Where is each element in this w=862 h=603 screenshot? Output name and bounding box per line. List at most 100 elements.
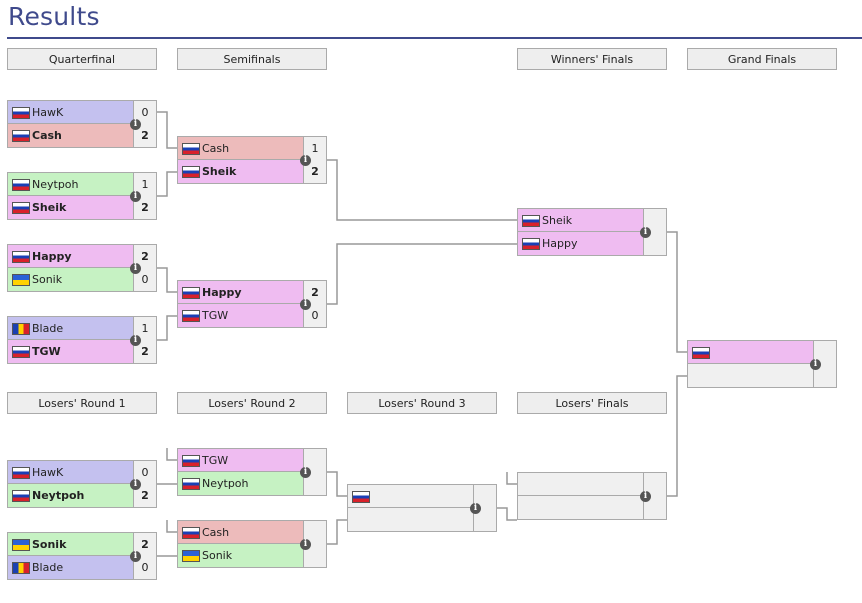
info-icon[interactable]: i: [130, 263, 141, 274]
player-slot[interactable]: Happy: [518, 232, 644, 255]
flag-ru-icon: [182, 527, 200, 539]
player-name: Cash: [202, 142, 230, 155]
player-slot[interactable]: TGW: [8, 340, 134, 363]
player-slot[interactable]: Blade: [8, 317, 134, 340]
info-icon[interactable]: i: [640, 227, 651, 238]
player-name: Sheik: [542, 214, 573, 227]
flag-ru-icon: [182, 287, 200, 299]
player-slot[interactable]: Happy: [178, 281, 304, 304]
match-losers-round-3[interactable]: i: [347, 484, 497, 532]
player-score: 0: [134, 268, 156, 291]
flag-ua-icon: [12, 274, 30, 286]
flag-ru-icon: [12, 202, 30, 214]
flag-ru-icon: [12, 179, 30, 191]
flag-ru-icon: [12, 251, 30, 263]
player-slot[interactable]: Neytpoh: [8, 173, 134, 196]
player-slot[interactable]: Happy: [8, 245, 134, 268]
player-slot[interactable]: Sonik: [178, 544, 304, 567]
flag-md-icon: [12, 323, 30, 335]
player-name: HawK: [32, 106, 64, 119]
info-icon[interactable]: i: [470, 503, 481, 514]
player-slot[interactable]: [688, 364, 814, 387]
player-slot[interactable]: Sheik: [518, 209, 644, 232]
player-slot[interactable]: [518, 496, 644, 519]
info-icon[interactable]: i: [130, 119, 141, 130]
flag-ua-icon: [12, 539, 30, 551]
round-header-quarterfinal: Quarterfinal: [7, 48, 157, 70]
player-name: Sonik: [202, 549, 233, 562]
player-score: 2: [134, 124, 156, 147]
flag-ru-icon: [692, 347, 710, 359]
player-slot[interactable]: [688, 341, 814, 364]
player-score: [304, 472, 326, 495]
player-slot[interactable]: Cash: [8, 124, 134, 147]
info-icon[interactable]: i: [130, 191, 141, 202]
round-header-losers-finals: Losers' Finals: [517, 392, 667, 414]
round-header-losers-round-3: Losers' Round 3: [347, 392, 497, 414]
round-header-winners-finals: Winners' Finals: [517, 48, 667, 70]
round-header-semifinals: Semifinals: [177, 48, 327, 70]
info-icon[interactable]: i: [810, 359, 821, 370]
info-icon[interactable]: i: [130, 479, 141, 490]
player-name: Cash: [32, 129, 62, 142]
flag-md-icon: [12, 562, 30, 574]
player-score: 2: [134, 196, 156, 219]
player-slot[interactable]: [348, 485, 474, 508]
info-icon[interactable]: i: [300, 155, 311, 166]
flag-ru-icon: [522, 238, 540, 250]
flag-ru-icon: [12, 346, 30, 358]
player-name: TGW: [202, 454, 229, 467]
player-slot[interactable]: [348, 508, 474, 531]
player-slot[interactable]: Cash: [178, 137, 304, 160]
player-name: TGW: [202, 309, 229, 322]
player-slot[interactable]: Sonik: [8, 268, 134, 291]
player-slot[interactable]: Sheik: [8, 196, 134, 219]
player-slot[interactable]: Cash: [178, 521, 304, 544]
match-grand-final[interactable]: i: [687, 340, 837, 388]
info-icon[interactable]: i: [300, 467, 311, 478]
player-slot[interactable]: Blade: [8, 556, 134, 579]
info-icon[interactable]: i: [130, 335, 141, 346]
flag-ua-icon: [182, 550, 200, 562]
player-slot[interactable]: HawK: [8, 101, 134, 124]
player-name: Sonik: [32, 538, 67, 551]
round-header-losers-round-1: Losers' Round 1: [7, 392, 157, 414]
flag-ru-icon: [12, 490, 30, 502]
player-slot[interactable]: [518, 473, 644, 496]
player-score: 0: [134, 556, 156, 579]
player-score: [474, 508, 496, 531]
player-slot[interactable]: TGW: [178, 304, 304, 327]
flag-ru-icon: [182, 166, 200, 178]
player-name: Neytpoh: [32, 178, 79, 191]
player-slot[interactable]: TGW: [178, 449, 304, 472]
flag-ru-icon: [522, 215, 540, 227]
player-name: Sheik: [202, 165, 237, 178]
player-score: [814, 364, 836, 387]
flag-ru-icon: [352, 491, 370, 503]
match-losers-final[interactable]: i: [517, 472, 667, 520]
player-score: [644, 232, 666, 255]
player-slot[interactable]: Sheik: [178, 160, 304, 183]
info-icon[interactable]: i: [300, 539, 311, 550]
player-name: Happy: [202, 286, 242, 299]
info-icon[interactable]: i: [640, 491, 651, 502]
player-slot[interactable]: Sonik: [8, 533, 134, 556]
info-icon[interactable]: i: [130, 551, 141, 562]
flag-ru-icon: [182, 310, 200, 322]
round-header-losers-round-2: Losers' Round 2: [177, 392, 327, 414]
info-icon[interactable]: i: [300, 299, 311, 310]
player-slot[interactable]: HawK: [8, 461, 134, 484]
player-slot[interactable]: Neytpoh: [178, 472, 304, 495]
player-slot[interactable]: Neytpoh: [8, 484, 134, 507]
